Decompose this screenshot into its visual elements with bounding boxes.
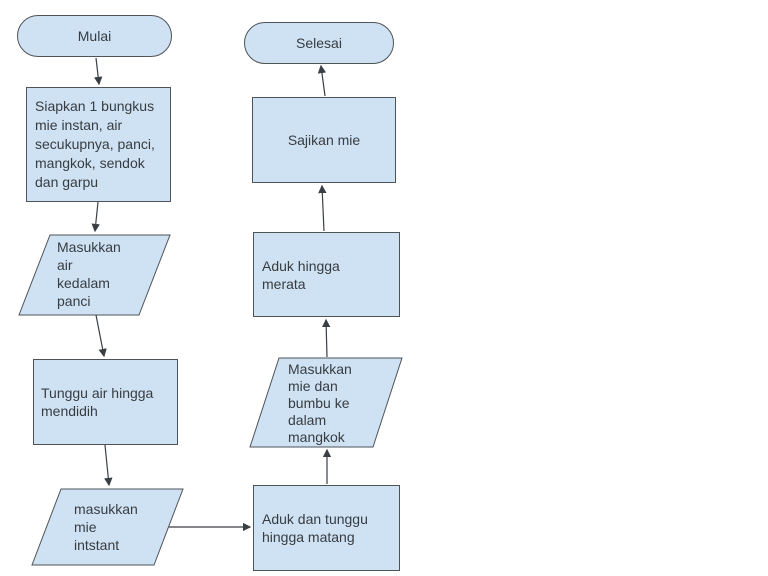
node-start-label: Mulai — [77, 28, 112, 44]
node-process-siapkan: Siapkan 1 bungkus mie instan, air secuku… — [26, 87, 171, 202]
node-io-masukkan-air-label: Masukkan air kedalam panci — [57, 239, 121, 309]
node-process-aduk-tunggu: Aduk dan tunggu hingga matang — [253, 485, 400, 571]
connector-siapkan-to-masukkan-air — [91, 201, 100, 233]
node-start-mulai: Mulai — [17, 15, 172, 57]
connector-aduk-merata-to-sajikan — [318, 184, 327, 232]
node-end-label: Selesai — [296, 35, 342, 51]
node-end-selesai: Selesai — [244, 22, 394, 64]
node-process-aduk-merata: Aduk hingga merata — [253, 232, 400, 317]
connector-tunggu-air-to-masukkan-mie — [104, 444, 113, 487]
connector-masukkan-bumbu-to-aduk-merata — [321, 318, 331, 358]
node-process-sajikan-label: Sajikan mie — [287, 132, 361, 148]
node-io-masukkan-mie-label: masukkan mie intstant — [74, 501, 138, 553]
node-process-sajikan: Sajikan mie — [252, 97, 396, 183]
node-process-siapkan-label: Siapkan 1 bungkus mie instan, air secuku… — [35, 98, 155, 190]
connector-sajikan-to-selesai — [317, 64, 327, 97]
connector-mulai-to-siapkan — [94, 57, 103, 86]
connector-masukkan-air-to-tunggu-air — [95, 314, 107, 358]
node-process-tunggu-air: Tunggu air hingga mendidih — [33, 359, 178, 445]
node-process-aduk-merata-label: Aduk hingga merata — [262, 257, 340, 292]
node-process-aduk-tunggu-label: Aduk dan tunggu hingga matang — [262, 511, 368, 545]
node-io-masukkan-bumbu-label: Masukkan mie dan bumbu ke dalam mangkok — [288, 361, 352, 445]
node-process-tunggu-air-label: Tunggu air hingga mendidih — [41, 385, 154, 419]
